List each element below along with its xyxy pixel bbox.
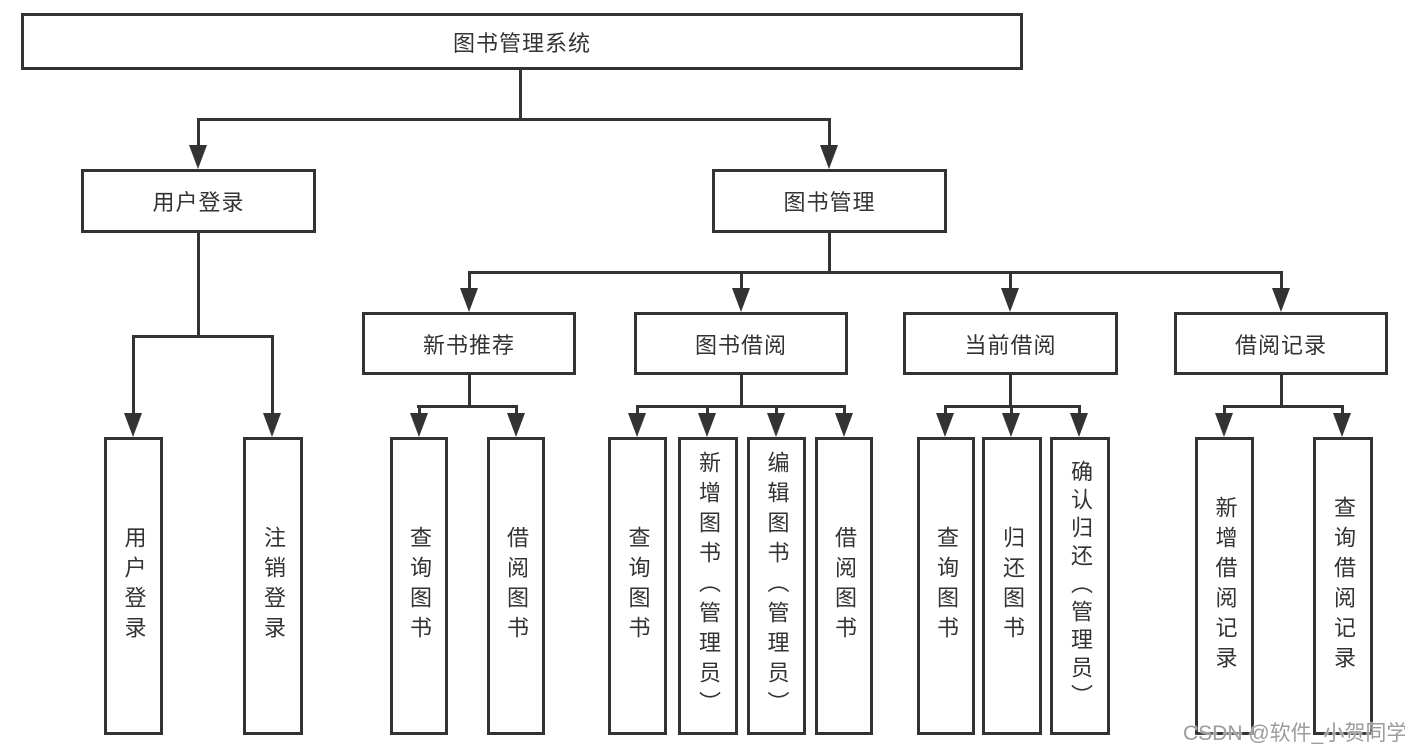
leaf-cb-return-books: 归还图书 [982, 437, 1042, 735]
arrowhead-leaf-login [124, 413, 142, 437]
connector-bb-leaf2-stem [706, 405, 709, 417]
arrowhead-current [1001, 288, 1019, 312]
leaf-br-query-record: 查询借阅记录 [1313, 437, 1373, 735]
connector-level2-bus [468, 271, 1282, 274]
watermark-text: CSDN @软件_小贺同学 [1183, 722, 1405, 745]
leaf-bb-borrow-books: 借阅图书 [815, 437, 873, 735]
connector-bb-down [740, 375, 743, 408]
arrowhead-bb-leaf2 [698, 413, 716, 437]
connector-level1-bus [197, 118, 831, 121]
arrowhead-bb-leaf1 [628, 413, 646, 437]
leaf-cb-query-books: 查询图书 [917, 437, 975, 735]
connector-nb-bus [417, 405, 518, 408]
connector-br-down [1280, 375, 1283, 408]
arrowhead-book-mgmt [820, 145, 838, 169]
connector-root-stem [519, 70, 522, 121]
node-library-system: 图书管理系统 [21, 13, 1023, 70]
node-user-login-branch: 用户登录 [81, 169, 316, 233]
arrowhead-cb-leaf1 [936, 413, 954, 437]
node-book-borrow: 图书借阅 [634, 312, 848, 375]
connector-br-bus [1223, 405, 1344, 408]
leaf-user-login: 用户登录 [104, 437, 163, 735]
connector-bb-leaf1-stem [636, 405, 639, 417]
connector-br-leaf1-stem [1223, 405, 1226, 417]
connector-user-login-stem [197, 118, 200, 150]
connector-borrowmod-stem [740, 271, 743, 292]
arrowhead-br-leaf2 [1333, 413, 1351, 437]
connector-cb-leaf2-stem [1010, 405, 1013, 417]
arrowhead-cb-leaf2 [1002, 413, 1020, 437]
connector-cb-leaf1-stem [944, 405, 947, 417]
leaf-bb-add-books-admin: 新增图书（管理员） [678, 437, 738, 735]
connector-bb-leaf3-stem [775, 405, 778, 417]
connector-book-mgmt-down [828, 233, 831, 274]
leaf-nb-query-books: 查询图书 [390, 437, 448, 735]
arrowhead-bb-leaf4 [835, 413, 853, 437]
leaf-nb-borrow-books: 借阅图书 [487, 437, 545, 735]
node-book-mgmt-branch: 图书管理 [712, 169, 947, 233]
arrowhead-records [1272, 288, 1290, 312]
leaf-cb-confirm-return-admin: 确认归还（管理员） [1050, 437, 1110, 735]
leaf-logout: 注销登录 [243, 437, 303, 735]
arrowhead-bb-leaf3 [767, 413, 785, 437]
connector-cb-down [1009, 375, 1012, 408]
connector-cb-leaf3-stem [1078, 405, 1081, 417]
connector-br-leaf2-stem [1341, 405, 1344, 417]
connector-leaf-logout-stem [271, 335, 274, 416]
arrowhead-borrowmod [732, 288, 750, 312]
arrowhead-nb-leaf1 [410, 413, 428, 437]
connector-user-login-bus [132, 335, 274, 338]
connector-newbook-stem [468, 271, 471, 292]
connector-nb-leaf1-stem [418, 405, 421, 417]
leaf-br-add-record: 新增借阅记录 [1195, 437, 1254, 735]
node-current-borrow: 当前借阅 [903, 312, 1118, 375]
connector-nb-leaf2-stem [515, 405, 518, 417]
node-borrow-records: 借阅记录 [1174, 312, 1388, 375]
connector-bb-bus [636, 405, 846, 408]
connector-leaf-login-stem [132, 335, 135, 416]
connector-nb-down [468, 375, 471, 408]
arrowhead-newbook [460, 288, 478, 312]
connector-user-login-down [197, 233, 200, 338]
connector-records-stem [1280, 271, 1283, 292]
arrowhead-cb-leaf3 [1070, 413, 1088, 437]
leaf-bb-edit-books-admin: 编辑图书（管理员） [747, 437, 806, 735]
connector-bb-leaf4-stem [843, 405, 846, 417]
connector-book-mgmt-stem [828, 118, 831, 150]
leaf-bb-query-books: 查询图书 [608, 437, 667, 735]
arrowhead-nb-leaf2 [507, 413, 525, 437]
connector-current-stem [1009, 271, 1012, 292]
arrowhead-user-login [189, 145, 207, 169]
arrowhead-br-leaf1 [1215, 413, 1233, 437]
arrowhead-leaf-logout [263, 413, 281, 437]
node-new-book-rec: 新书推荐 [362, 312, 576, 375]
